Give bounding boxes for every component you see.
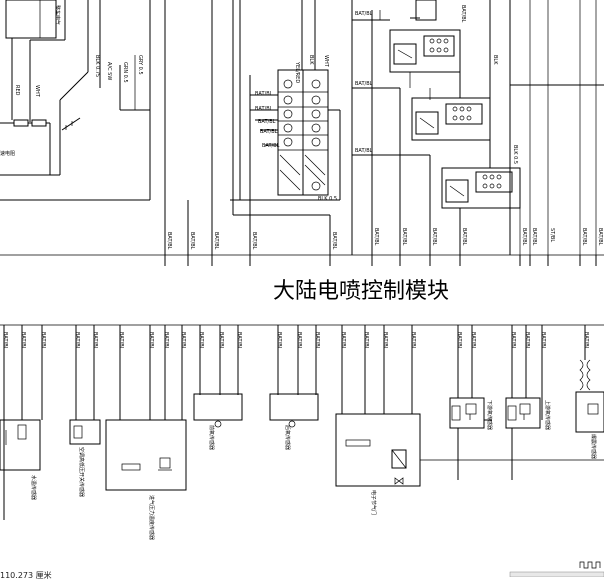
svg-text:RED: RED: [14, 85, 20, 96]
svg-text:BAT/BL: BAT/BL: [340, 332, 346, 350]
svg-text:BAT/BL: BAT/BL: [531, 228, 537, 246]
svg-text:BAT/BL: BAT/BL: [198, 332, 204, 350]
svg-text:YEL/RED: YEL/RED: [294, 61, 300, 83]
svg-text:BAT/BL: BAT/BL: [258, 119, 276, 125]
status-bar-text: 110.273 厘米: [0, 571, 52, 580]
svg-text:BAT/BL: BAT/BL: [276, 332, 282, 350]
svg-text:BAT/BL: BAT/BL: [2, 332, 8, 350]
svg-text:BAT/BL: BAT/BL: [373, 228, 379, 246]
svg-text:BAT/BL: BAT/BL: [521, 228, 527, 246]
relay-2: [411, 97, 491, 141]
svg-text:BAT/BL: BAT/BL: [583, 332, 589, 350]
svg-text:BAT/BL: BAT/BL: [461, 228, 467, 246]
svg-text:BAT/BL: BAT/BL: [255, 106, 273, 112]
svg-text:BAT/BL: BAT/BL: [382, 332, 388, 350]
svg-text:BAT/BL: BAT/BL: [524, 332, 530, 350]
svg-text:BLK: BLK: [492, 55, 498, 65]
svg-text:BAT/BL: BAT/BL: [296, 332, 302, 350]
svg-text:WHT: WHT: [323, 55, 329, 68]
svg-text:BAT/BL: BAT/BL: [314, 332, 320, 350]
knock-sensor-label: 爆震传感器: [590, 434, 597, 459]
relay-3: [441, 167, 521, 209]
ac-pressure-sensor-label: 空调高低压开关传感器: [78, 447, 85, 497]
svg-text:GRY 0.5: GRY 0.5: [137, 55, 143, 75]
svg-text:BAT/BL: BAT/BL: [262, 143, 280, 149]
svg-text:BAT/BL: BAT/BL: [363, 332, 369, 350]
svg-text:BAT/BL: BAT/BL: [355, 81, 373, 87]
bottom-wiring: 水温传感器 空调高低压开关传感器 进气压力温度传感器 前氧传感器 后氧传感器: [0, 325, 604, 540]
connector-labels: BAT/BL BAT/BL BAT/BL BAT/BL BAT/BL YEL/R…: [255, 55, 337, 202]
relay-1: [389, 29, 461, 73]
svg-text:BAT/BL: BAT/BL: [355, 148, 373, 154]
bottom-pin-labels: BAT/BL BAT/BL BAT/BL BAT/BL BAT/BL BAT/B…: [2, 332, 589, 350]
svg-text:BAT/BL: BAT/BL: [597, 228, 603, 246]
svg-text:BAT/BL: BAT/BL: [251, 232, 257, 250]
svg-text:BAT/BL: BAT/BL: [255, 91, 273, 97]
upper-left-wire-labels: 整车电气 WHT RED BLK 0.75 A/C SW GRN 0.5 GRY…: [14, 5, 143, 98]
left-resistor-label: 速电阻: [0, 150, 15, 157]
svg-text:BLK 0.5: BLK 0.5: [512, 145, 518, 164]
svg-text:BAT/BL: BAT/BL: [470, 332, 476, 350]
svg-text:BAT/BL: BAT/BL: [431, 228, 437, 246]
svg-text:BAT/BL: BAT/BL: [410, 332, 416, 350]
water-temp-sensor-label: 水温传感器: [30, 475, 37, 500]
svg-text:BAT/BL: BAT/BL: [218, 332, 224, 350]
svg-text:BAT/BL: BAT/BL: [189, 232, 195, 250]
svg-text:BAT/BL: BAT/BL: [260, 129, 278, 135]
svg-text:BLK: BLK: [308, 55, 314, 65]
svg-text:BAT/BL: BAT/BL: [118, 332, 124, 350]
svg-text:BAT/BL: BAT/BL: [331, 232, 337, 250]
svg-text:BAT/BL: BAT/BL: [180, 332, 186, 350]
svg-text:整车电气: 整车电气: [54, 5, 61, 25]
top-pin-labels: BAT/BL BAT/BL BAT/BL BAT/BL BAT/BL BAT/B…: [166, 228, 603, 250]
svg-text:BLK 0.5: BLK 0.5: [318, 196, 337, 202]
ecu-title: 大陆电喷控制模块: [273, 279, 449, 304]
relay-labels: BAT/BL BAT/BL BAT/BL BAT/BL BLK 0.5 BLK: [355, 5, 518, 164]
front-o2-sensor-label: 前氧传感器: [208, 425, 215, 450]
ecu-top-pin-row: [0, 254, 604, 266]
svg-text:ST/BL: ST/BL: [549, 228, 555, 242]
svg-text:BAT/BL: BAT/BL: [460, 5, 466, 23]
svg-text:GRN 0.5: GRN 0.5: [122, 62, 128, 83]
svg-text:WHT: WHT: [34, 85, 40, 98]
svg-text:BAT/BL: BAT/BL: [456, 332, 462, 350]
intake-pressure-sensor-label: 进气压力温度传感器: [148, 495, 155, 540]
rear-o2-sensor-label: 后氧传感器: [284, 425, 291, 450]
svg-text:BAT/BL: BAT/BL: [213, 232, 219, 250]
svg-text:BAT/BL: BAT/BL: [236, 332, 242, 350]
svg-text:BAT/BL: BAT/BL: [148, 332, 154, 350]
svg-text:BAT/BL: BAT/BL: [510, 332, 516, 350]
svg-text:BAT/BL: BAT/BL: [581, 228, 587, 246]
svg-text:BAT/BL: BAT/BL: [163, 332, 169, 350]
lower-sensor-label: 下游氧传感器: [486, 400, 493, 430]
svg-text:BAT/BL: BAT/BL: [355, 11, 373, 17]
svg-text:BAT/BL: BAT/BL: [540, 332, 546, 350]
svg-text:BAT/BL: BAT/BL: [92, 332, 98, 350]
relay-section: [351, 0, 604, 255]
svg-text:BAT/BL: BAT/BL: [401, 228, 407, 246]
svg-text:BLK 0.75: BLK 0.75: [94, 55, 100, 77]
svg-text:A/C SW: A/C SW: [106, 62, 112, 80]
svg-text:BAT/BL: BAT/BL: [20, 332, 26, 350]
connector-block: [164, 0, 341, 255]
upper-sensor-label: 上游氧传感器: [544, 400, 551, 430]
bottom-right-ui: [509, 561, 604, 577]
top-left-section: 速电阻: [0, 0, 151, 201]
throttle-body-label: 电子节气门: [370, 490, 377, 515]
svg-text:BAT/BL: BAT/BL: [166, 232, 172, 250]
svg-text:BAT/BL: BAT/BL: [74, 332, 80, 350]
svg-text:BAT/BL: BAT/BL: [40, 332, 46, 350]
